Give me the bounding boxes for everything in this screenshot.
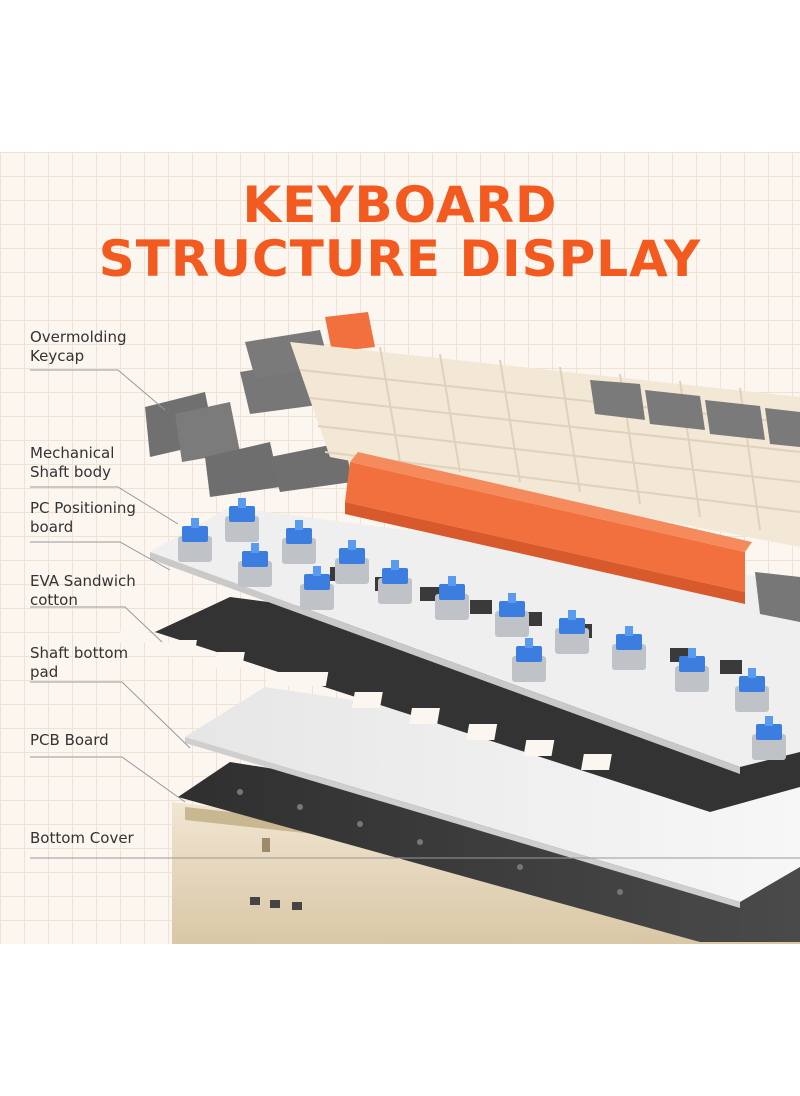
blue-mechanical-switch-icon xyxy=(735,668,769,712)
blue-mechanical-switch-icon xyxy=(675,648,709,692)
layer-label-pad: Shaft bottom pad xyxy=(30,644,128,682)
blue-mechanical-switch-icon xyxy=(495,593,529,637)
blue-mechanical-switch-icon xyxy=(378,560,412,604)
blue-mechanical-switch-icon xyxy=(300,566,334,610)
layer-label-eva: EVA Sandwich cotton xyxy=(30,572,136,610)
blue-mechanical-switch-icon xyxy=(555,610,589,654)
layer-label-line: PCB Board xyxy=(30,731,109,749)
switch-grid xyxy=(178,498,786,760)
layer-label-line: Overmolding xyxy=(30,328,127,346)
layer-label-line: board xyxy=(30,518,74,536)
layer-label-bottom-cover: Bottom Cover xyxy=(30,829,134,848)
layer-label-line: EVA Sandwich xyxy=(30,572,136,590)
layer-label-line: Mechanical xyxy=(30,444,115,462)
title-line-1: KEYBOARD xyxy=(242,176,558,234)
layer-label-line: Shaft bottom xyxy=(30,644,129,662)
layer-label-line: Bottom Cover xyxy=(30,829,134,847)
blue-mechanical-switch-icon xyxy=(238,543,272,587)
layer-label-keycap: Overmolding Keycap xyxy=(30,328,127,366)
layer-label-switch: Mechanical Shaft body xyxy=(30,444,114,482)
keyboard-exploded-view xyxy=(30,312,800,944)
layer-label-pcb: PCB Board xyxy=(30,731,109,750)
eva-foam-layer xyxy=(118,597,800,812)
shaft-bottom-pad-layer xyxy=(185,687,800,908)
blue-mechanical-switch-icon xyxy=(178,518,212,562)
layer-label-line: PC Positioning xyxy=(30,499,136,517)
keycap-layer xyxy=(145,312,800,622)
blue-mechanical-switch-icon xyxy=(612,626,646,670)
blue-mechanical-switch-icon xyxy=(225,498,259,542)
structure-panel: KEYBOARD STRUCTURE DISPLAY xyxy=(0,152,800,944)
leader-lines xyxy=(30,369,800,859)
title-line-2: STRUCTURE DISPLAY xyxy=(98,230,702,288)
layer-label-line: pad xyxy=(30,663,59,681)
layer-label-line: Keycap xyxy=(30,347,85,365)
layer-label-plate: PC Positioning board xyxy=(30,499,136,537)
blue-mechanical-switch-icon xyxy=(435,576,469,620)
blue-mechanical-switch-icon xyxy=(335,540,369,584)
layer-label-line: Shaft body xyxy=(30,463,111,481)
blue-mechanical-switch-icon xyxy=(752,716,786,760)
blue-mechanical-switch-icon xyxy=(512,638,546,682)
blue-mechanical-switch-icon xyxy=(282,520,316,564)
keycap-icon xyxy=(325,312,375,352)
layer-label-line: cotton xyxy=(30,591,78,609)
pcb-board-layer xyxy=(178,762,800,942)
